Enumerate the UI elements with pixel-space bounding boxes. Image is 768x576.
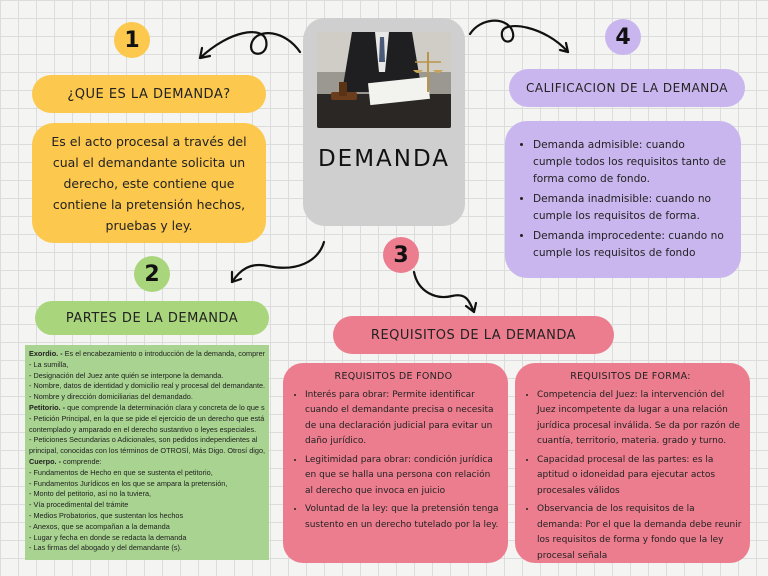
calificacion-item: Demanda inadmisible: cuando no cumple lo… [533, 191, 727, 225]
partes-line: Petitorio. - que comprende la determinac… [29, 403, 265, 414]
partes-line: - Nombre y dirección domiciliarias del d… [29, 392, 265, 403]
partes-line-text: contemplado y amparado en el derecho sus… [29, 424, 257, 434]
badge-one: 1 [114, 22, 150, 58]
que-es-text: Es el acto procesal a través del cual el… [51, 133, 247, 233]
calificacion-item: Demanda admisible: cuando cumple todos l… [533, 137, 727, 188]
calificacion-list: Demanda admisible: cuando cumple todos l… [515, 137, 727, 262]
requisito-forma-item: Competencia del Juez: la intervención de… [537, 388, 742, 450]
requisito-fondo-item: Legitimidad para obrar: condición jurídi… [305, 453, 500, 500]
partes-line: - Lugar y fecha en donde se redacta la d… [29, 533, 265, 544]
partes-line: Cuerpo. - comprende: [29, 457, 265, 468]
partes-line-text: - Vía procedimental del trámite [29, 500, 129, 510]
partes-line-text: - Designación del Juez ante quién se int… [29, 370, 224, 380]
partes-line-heading: Exordio. - [29, 349, 63, 358]
calificacion-title: CALIFICACION DE LA DEMANDA [509, 69, 745, 107]
que-es-title: ¿QUE ES LA DEMANDA? [32, 75, 266, 113]
requisitos-title: REQUISITOS DE LA DEMANDA [333, 316, 614, 354]
partes-line-text: - Las firmas del abogado y del demandant… [29, 543, 182, 553]
partes-line: - Anexos, que se acompañan a la demanda [29, 522, 265, 533]
partes-line: Exordio. - Es el encabezamiento o introd… [29, 349, 265, 360]
badge-three: 3 [383, 237, 419, 273]
partes-line-text: - Fundamentos de Hecho en que se sustent… [29, 467, 213, 477]
partes-line-heading: Cuerpo. - [29, 456, 62, 466]
partes-title: PARTES DE LA DEMANDA [35, 301, 269, 335]
partes-line: - Nombre, datos de identidad y domicilio… [29, 381, 265, 392]
requisitos-fondo-card: REQUISITOS DE FONDO Interés para obrar: … [283, 363, 508, 563]
partes-line: - Vía procedimental del trámite [29, 500, 265, 511]
center-title: DEMANDA [317, 146, 451, 172]
arrow-to-calificacion [468, 19, 570, 54]
partes-line: - Medios Probatorios, que sustentan los … [29, 511, 265, 522]
partes-line-text: - Fundamentos Jurídicos en los que se am… [29, 478, 228, 488]
partes-line-text: Es el encabezamiento o introducción de l… [62, 349, 265, 358]
arrow-to-partes [230, 240, 326, 284]
badge-four: 4 [605, 19, 641, 55]
partes-line-text: - Peticiones Secundarias o Adicionales, … [29, 435, 258, 445]
partes-line-text: que comprende la determinación clara y c… [65, 402, 265, 412]
partes-line-text: - Petición Principal, en la que se pide … [29, 413, 265, 423]
partes-line: - La sumilla, [29, 360, 265, 371]
requisitos-forma-list: Competencia del Juez: la intervención de… [519, 388, 742, 565]
partes-line: - Peticiones Secundarias o Adicionales, … [29, 435, 265, 446]
partes-line: - Designación del Juez ante quién se int… [29, 371, 265, 382]
requisito-forma-item: Capacidad procesal de las partes: es la … [537, 453, 742, 500]
requisitos-fondo-list: Interés para obrar: Permite identificar … [287, 388, 500, 534]
partes-line: - Las firmas del abogado y del demandant… [29, 543, 265, 554]
requisitos-fondo-title: REQUISITOS DE FONDO [334, 371, 453, 382]
que-es-card: Es el acto procesal a través del cual el… [32, 123, 266, 243]
partes-line: - Monto del petitorio, así no la tuviera… [29, 489, 265, 500]
arrow-to-requisitos [412, 270, 476, 314]
calificacion-item: Demanda improcedente: cuando no cumple l… [533, 228, 727, 262]
requisitos-forma-card: REQUISITOS DE FORMA: Competencia del Jue… [515, 363, 750, 563]
partes-line-text: - Medios Probatorios, que sustentan los … [29, 510, 184, 520]
partes-line-text: - Nombre y dirección domiciliarias del d… [29, 392, 193, 402]
requisito-fondo-item: Voluntad de la ley: que la pretensión te… [305, 502, 500, 533]
partes-line-heading: Petitorio. - [29, 402, 66, 412]
partes-line-text: - La sumilla, [29, 359, 69, 369]
requisito-fondo-item: Interés para obrar: Permite identificar … [305, 388, 500, 450]
partes-line: - Fundamentos Jurídicos en los que se am… [29, 479, 265, 490]
partes-line: principal, conocidas con los términos de… [29, 446, 265, 457]
requisitos-forma-title: REQUISITOS DE FORMA: [570, 371, 691, 382]
partes-line: - Fundamentos de Hecho en que se sustent… [29, 468, 265, 479]
partes-line: - Petición Principal, en la que se pide … [29, 414, 265, 425]
partes-line-text: - Anexos, que se acompañan a la demanda [29, 521, 170, 531]
center-card: DEMANDA [303, 18, 465, 226]
arrow-to-que-es [198, 31, 302, 60]
partes-line-text: comprende: [61, 456, 102, 466]
lawyer-photo [317, 32, 451, 128]
partes-card: Exordio. - Es el encabezamiento o introd… [25, 345, 269, 560]
partes-line-text: - Monto del petitorio, así no la tuviera… [29, 489, 152, 499]
partes-line-text: principal, conocidas con los términos de… [29, 446, 265, 456]
badge-two: 2 [134, 256, 170, 292]
requisito-forma-item: Observancia de los requisitos de la dema… [537, 502, 742, 564]
partes-line: contemplado y amparado en el derecho sus… [29, 425, 265, 436]
calificacion-card: Demanda admisible: cuando cumple todos l… [505, 121, 741, 278]
partes-line-text: - Lugar y fecha en donde se redacta la d… [29, 532, 187, 542]
partes-line-text: - Nombre, datos de identidad y domicilio… [29, 381, 265, 391]
